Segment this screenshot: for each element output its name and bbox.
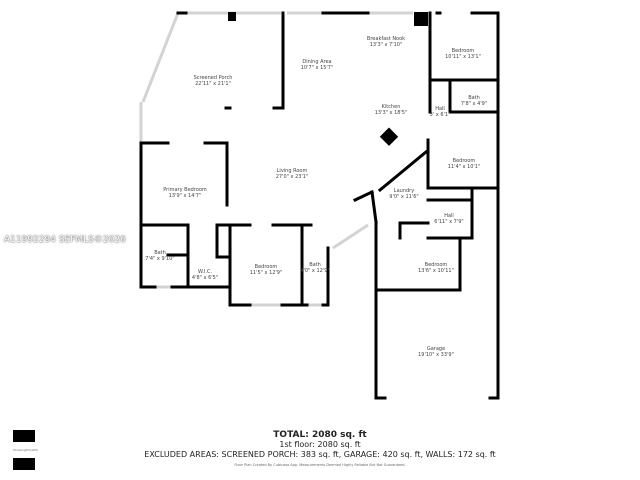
windows	[139, 11, 500, 307]
excluded-areas: EXCLUDED AREAS: SCREENED PORCH: 383 sq. …	[144, 450, 496, 459]
pillar	[414, 12, 428, 26]
watermark: A11992294 SEFMLS©2026	[4, 235, 126, 245]
pillar	[228, 12, 236, 21]
kitchen-island	[379, 127, 399, 146]
room-wic: W.I.C.4'8" x 6'5"	[191, 269, 219, 281]
showingtime-logo: ShowingTimePIX	[13, 430, 38, 470]
floor-area: 1st floor: 2080 sq. ft	[279, 440, 361, 449]
walls	[139, 11, 500, 400]
total-area: TOTAL: 2080 sq. ft	[273, 430, 367, 440]
disclaimer: Floor Plan Created By Cubicasa App. Meas…	[234, 463, 406, 467]
